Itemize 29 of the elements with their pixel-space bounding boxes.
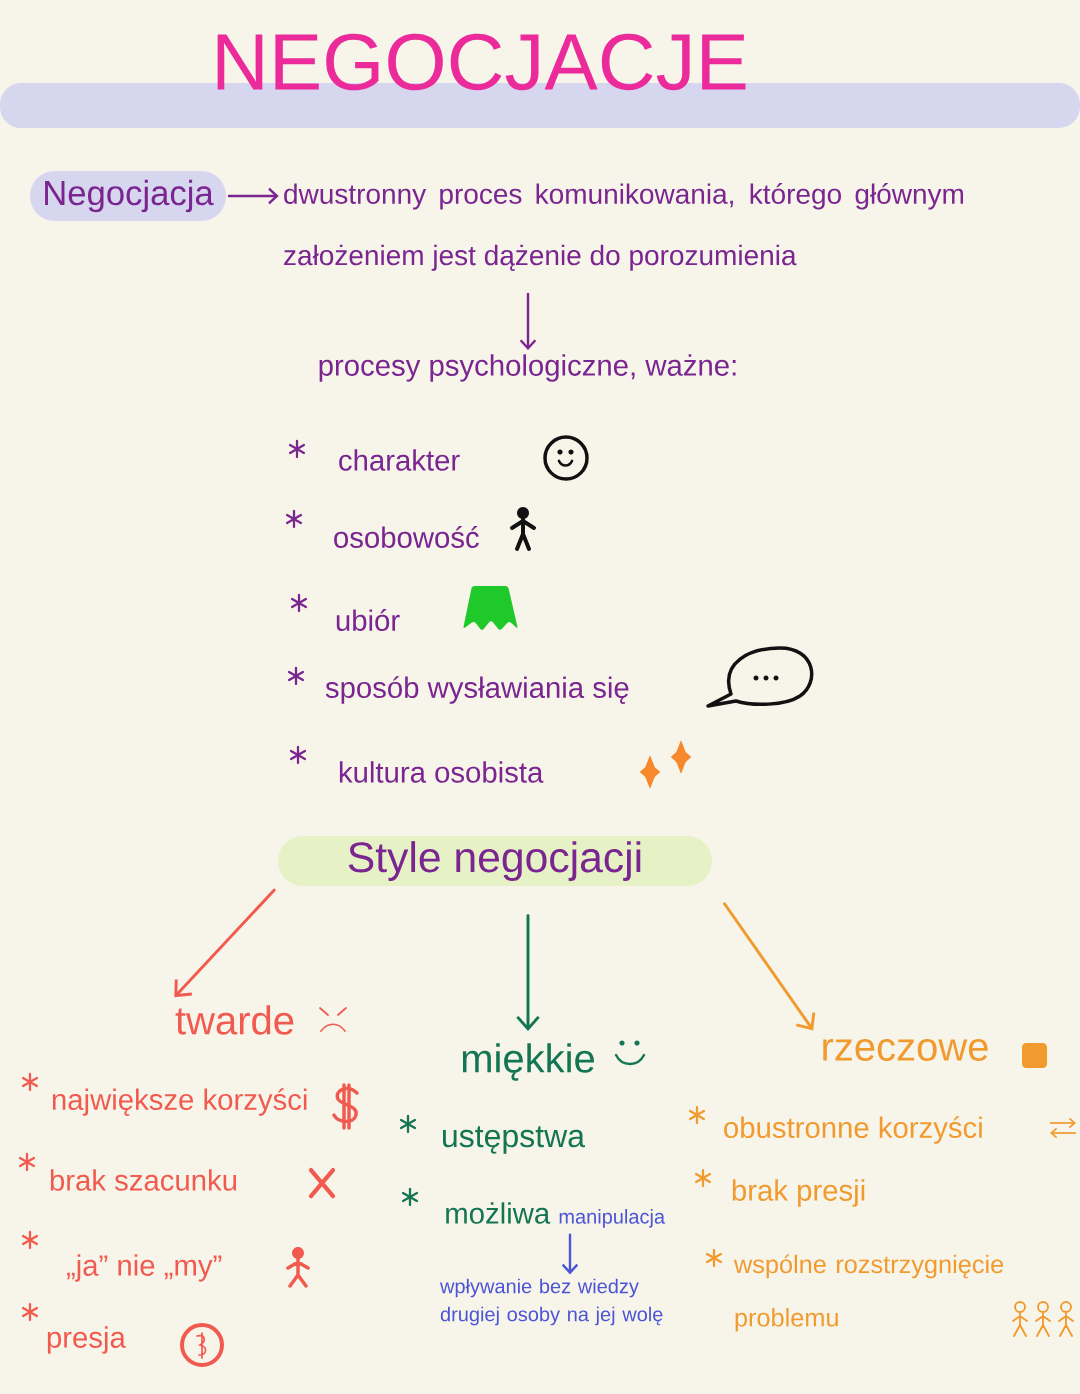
list-item: brak szacunku — [50, 1169, 237, 1191]
list-item: osobowość — [334, 526, 479, 548]
list-item: sposób wysławiania się — [325, 676, 629, 704]
list-item: ubiór — [336, 609, 400, 631]
list-item: największe korzyści — [52, 1088, 307, 1116]
branch-heading: rzeczowe — [823, 1039, 988, 1061]
list-item: wspólne rozstrzygnięcie problemu — [733, 1254, 1004, 1332]
arrow — [174, 888, 276, 998]
definition-text: dwustronny proces komunikowania, którego głównym założeniem jest dążenie do porozumienia — [284, 183, 964, 271]
title: NEGOCJACJE — [217, 33, 746, 91]
highlight-pill: Negocjacja — [30, 171, 226, 221]
list-item: ustępstwa — [443, 1126, 585, 1154]
list-item: możliwa manipulacja — [446, 1202, 666, 1228]
list-item: charakter — [339, 449, 460, 471]
arrow — [227, 187, 279, 205]
branch-heading: twarde — [175, 1005, 294, 1035]
arrow — [561, 1233, 579, 1275]
list-item: presja — [47, 1326, 126, 1354]
arrow — [516, 914, 540, 1032]
list-item: obustronne korzyści — [724, 1116, 982, 1144]
branch-heading: miękkie — [462, 1043, 594, 1081]
highlight-pill: Style negocjacji — [278, 836, 712, 886]
list-item: „ja” nie „my” — [67, 1254, 222, 1282]
note-text: wpływanie bez wiedzy drugiej osoby na jej wolę — [440, 1278, 663, 1326]
heading-text: procesy psychologiczne, ważne: — [319, 354, 736, 382]
arrow — [723, 902, 816, 1031]
arrow — [519, 292, 537, 351]
list-item: kultura osobista — [339, 761, 544, 783]
list-item: brak presji — [732, 1179, 865, 1207]
